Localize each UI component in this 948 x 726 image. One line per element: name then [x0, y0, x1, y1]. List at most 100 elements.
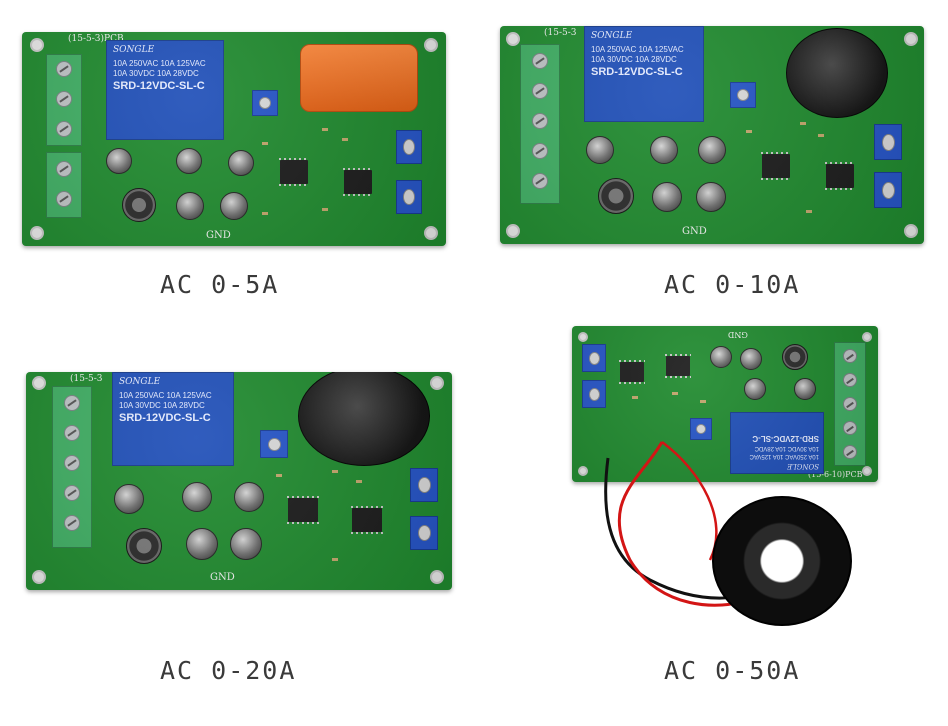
smd-component — [356, 480, 362, 483]
capacitor — [234, 482, 264, 512]
screw-icon — [64, 425, 80, 441]
mounting-hole — [430, 376, 444, 390]
relay-brand: SONGLE — [113, 45, 155, 55]
mounting-hole — [904, 224, 918, 238]
screw-icon — [532, 113, 548, 129]
relay: SONGLE 10A 250VAC 10A 125VAC 10A 30VDC 1… — [584, 26, 704, 122]
screw-icon — [56, 91, 72, 107]
smd-component — [746, 130, 752, 133]
red-wire-loop — [661, 440, 718, 561]
screw-icon — [843, 349, 857, 363]
capacitor — [652, 182, 682, 212]
relay-model: SRD-12VDC-SL-C — [119, 412, 211, 424]
mounting-hole — [506, 32, 520, 46]
capacitor — [696, 182, 726, 212]
ic-chip — [665, 354, 691, 378]
screw-icon — [532, 173, 548, 189]
capacitor — [794, 378, 816, 400]
relay-rating-line: 10A 30VDC 10A 28VDC — [591, 55, 677, 64]
relay-rating-line: 10A 30VDC 10A 28VDC — [119, 401, 205, 410]
smd-component — [818, 134, 824, 137]
mounting-hole — [578, 332, 588, 342]
mounting-hole — [424, 226, 438, 240]
inductor — [126, 528, 162, 564]
ic-chip — [279, 158, 309, 186]
inductor — [122, 188, 156, 222]
capacitor — [176, 192, 204, 220]
potentiometer — [252, 90, 278, 116]
panel-caption: AC 0-10A — [664, 270, 801, 299]
capacitor — [740, 348, 762, 370]
screw-icon — [64, 515, 80, 531]
smd-component — [276, 474, 282, 477]
pcb-board: (15-5-3)PCB SONGLE 10A 250VAC 10A 125VAC… — [22, 32, 446, 246]
potentiometer — [690, 418, 712, 440]
gnd-label: GND — [210, 572, 235, 583]
capacitor — [176, 148, 202, 174]
inductor — [782, 344, 808, 370]
potentiometer — [874, 172, 902, 208]
current-transformer — [300, 44, 418, 112]
capacitor — [182, 482, 212, 512]
screw-terminal-block — [52, 386, 92, 548]
screw-icon — [532, 53, 548, 69]
smd-component — [700, 400, 706, 403]
potentiometer — [260, 430, 288, 458]
smd-component — [322, 208, 328, 211]
relay-rating-line: 10A 250VAC 10A 125VAC — [113, 59, 206, 68]
current-transformer — [786, 28, 888, 118]
capacitor — [710, 346, 732, 368]
relay-brand: SONGLE — [591, 31, 633, 41]
relay: SONGLE 10A 250VAC 10A 125VAC 10A 30VDC 1… — [106, 40, 224, 140]
capacitor — [230, 528, 262, 560]
ic-chip — [287, 496, 319, 524]
screw-icon — [56, 191, 72, 207]
pcb-id-label: (15-6-10)PCB — [808, 470, 863, 479]
capacitor — [228, 150, 254, 176]
smd-component — [632, 396, 638, 399]
mounting-hole — [32, 570, 46, 584]
pcb-id-label: (15-5-3)PCB — [68, 34, 124, 44]
smd-component — [806, 210, 812, 213]
relay-model: SRD-12VDC-SL-C — [113, 80, 205, 92]
capacitor — [186, 528, 218, 560]
screw-icon — [843, 373, 857, 387]
current-transformer — [298, 372, 430, 466]
capacitor — [744, 378, 766, 400]
screw-terminal-block — [834, 342, 866, 466]
pcb-board: (15-6-10)PCB SONGLE 10A 250VAC 10A 125VA… — [572, 326, 878, 482]
relay-rating-line: 10A 250VAC 10A 125VAC — [591, 45, 684, 54]
smd-component — [322, 128, 328, 131]
ic-chip — [351, 506, 383, 534]
pcb-id-label: (15-5-3 — [544, 28, 577, 38]
inductor — [598, 178, 634, 214]
ic-chip — [761, 152, 791, 180]
screw-terminal-block — [46, 152, 82, 218]
relay-rating-line: 10A 250VAC 10A 125VAC — [119, 391, 212, 400]
smd-component — [342, 138, 348, 141]
screw-icon — [843, 445, 857, 459]
capacitor — [220, 192, 248, 220]
capacitor — [650, 136, 678, 164]
smd-component — [262, 212, 268, 215]
mounting-hole — [30, 38, 44, 52]
smd-component — [262, 142, 268, 145]
screw-icon — [64, 395, 80, 411]
potentiometer — [410, 516, 438, 550]
smd-component — [672, 392, 678, 395]
mounting-hole — [32, 376, 46, 390]
smd-component — [332, 470, 338, 473]
screw-terminal-block — [46, 54, 82, 146]
potentiometer — [410, 468, 438, 502]
smd-component — [332, 558, 338, 561]
screw-icon — [64, 485, 80, 501]
screw-icon — [56, 61, 72, 77]
potentiometer — [874, 124, 902, 160]
potentiometer — [396, 130, 422, 164]
screw-icon — [56, 161, 72, 177]
mounting-hole — [904, 32, 918, 46]
mounting-hole — [578, 466, 588, 476]
mounting-hole — [424, 38, 438, 52]
relay-brand: SONGLE — [119, 377, 161, 387]
potentiometer — [582, 380, 606, 408]
